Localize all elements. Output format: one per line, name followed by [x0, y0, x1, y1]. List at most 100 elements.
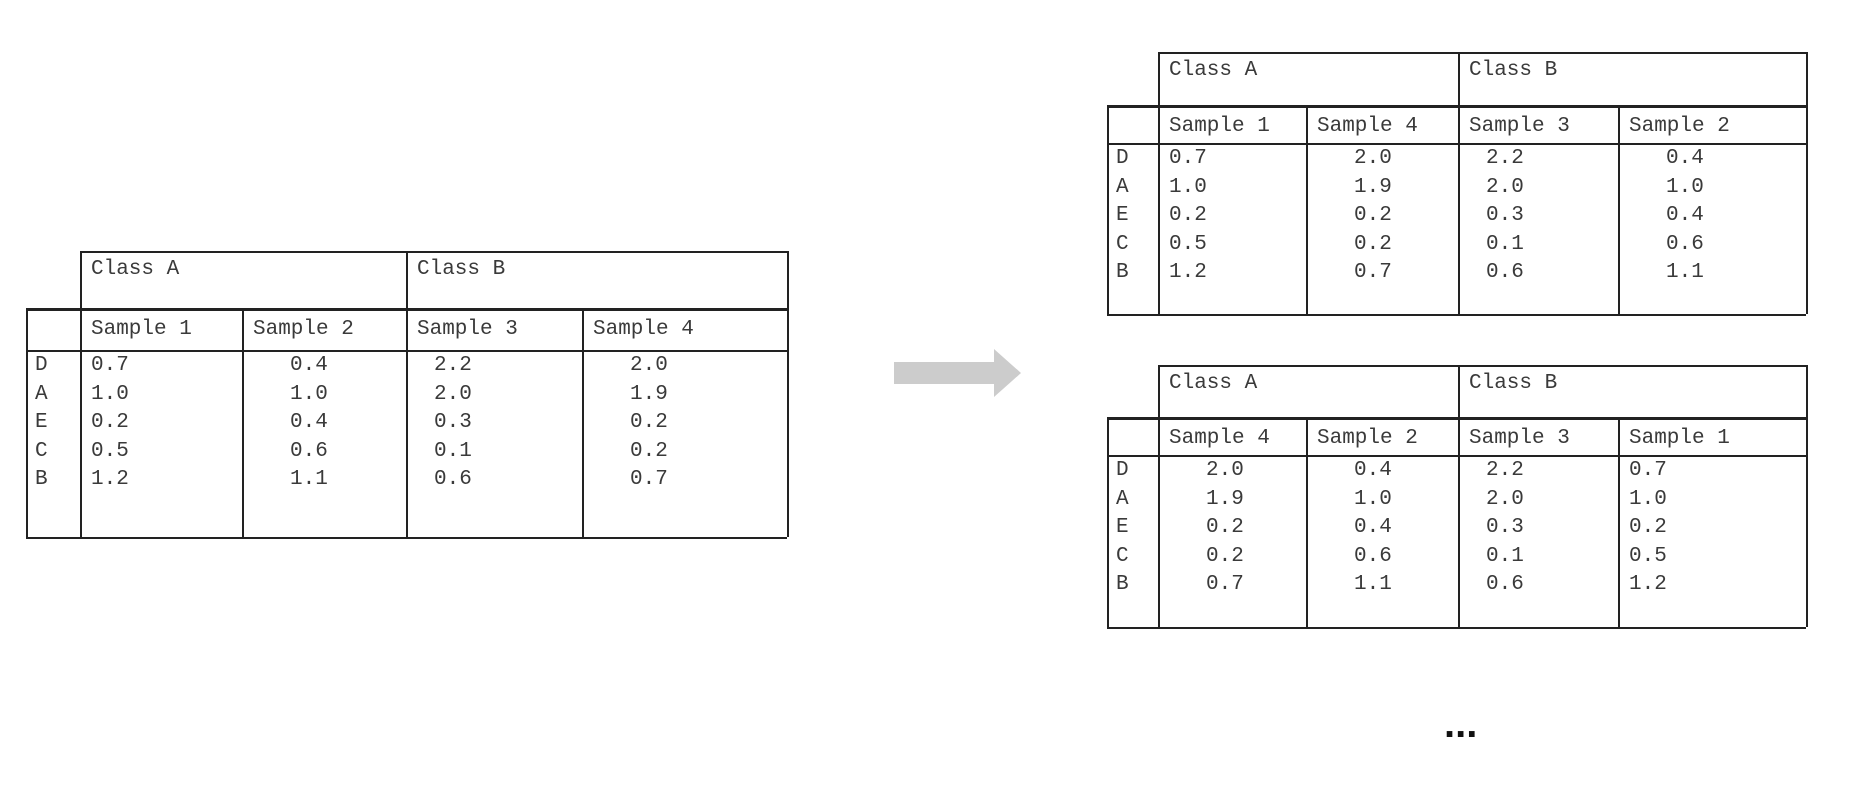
- table-cell: 1.2: [1629, 573, 1667, 596]
- vertical-rule: [787, 251, 789, 537]
- table-cell: 1.0: [1169, 175, 1207, 199]
- table-cell: 1.9: [630, 382, 668, 406]
- row-label: B: [35, 468, 48, 491]
- table-cell: 2.2: [1486, 147, 1524, 170]
- vertical-rule: [1107, 417, 1109, 627]
- row-label: E: [35, 411, 48, 434]
- vertical-rule: [1158, 52, 1160, 314]
- table-cell: 0.1: [1486, 232, 1524, 256]
- table-cell: 0.7: [1169, 147, 1207, 170]
- class-header: Class A: [1169, 59, 1258, 82]
- vertical-rule: [1806, 365, 1808, 627]
- table-cell: 0.3: [1486, 204, 1524, 227]
- table-cell: 0.6: [434, 468, 472, 491]
- table-cell: 0.6: [1354, 544, 1392, 568]
- vertical-rule: [1458, 365, 1460, 627]
- row-label: A: [35, 382, 48, 406]
- vertical-rule: [1158, 365, 1160, 627]
- table-cell: 1.9: [1206, 487, 1244, 511]
- vertical-rule: [26, 308, 28, 537]
- table-cell: 2.0: [1354, 147, 1392, 170]
- table-cell: 2.2: [1486, 459, 1524, 482]
- table-cell: 0.2: [1206, 544, 1244, 568]
- class-header: Class B: [417, 258, 506, 281]
- table-cell: 2.0: [434, 382, 472, 406]
- vertical-rule: [1107, 105, 1109, 314]
- table-cell: 1.0: [1354, 487, 1392, 511]
- vertical-rule: [1306, 417, 1308, 627]
- table-cell: 0.1: [1486, 544, 1524, 568]
- row-label: D: [1116, 147, 1129, 170]
- table-cell: 0.2: [1354, 232, 1392, 256]
- table-cell: 0.7: [1354, 261, 1392, 284]
- class-header: Class A: [1169, 372, 1258, 395]
- horizontal-rule: [1107, 143, 1806, 145]
- table-cell: 0.4: [1666, 147, 1704, 170]
- table-cell: 0.7: [1629, 459, 1667, 482]
- table-cell: 2.0: [1206, 459, 1244, 482]
- horizontal-rule: [1107, 455, 1806, 457]
- table-cell: 0.2: [1629, 516, 1667, 539]
- horizontal-rule: [1158, 52, 1806, 54]
- table-cell: 1.2: [1169, 261, 1207, 284]
- horizontal-rule: [1107, 417, 1806, 420]
- vertical-rule: [1806, 52, 1808, 314]
- row-label: C: [35, 439, 48, 463]
- table-cell: 0.2: [91, 411, 129, 434]
- table-cell: 0.2: [630, 411, 668, 434]
- sample-header: Sample 4: [1317, 115, 1418, 138]
- table-cell: 1.0: [91, 382, 129, 406]
- table-cell: 0.2: [1354, 204, 1392, 227]
- vertical-rule: [406, 251, 408, 537]
- sample-header: Sample 4: [593, 318, 694, 341]
- table-cell: 1.0: [290, 382, 328, 406]
- horizontal-rule: [1107, 627, 1806, 629]
- table-cell: 1.1: [1354, 573, 1392, 596]
- table-cell: 0.2: [1206, 516, 1244, 539]
- vertical-rule: [1618, 417, 1620, 627]
- sample-header: Sample 1: [1629, 427, 1730, 450]
- vertical-rule: [1458, 52, 1460, 314]
- sample-header: Sample 2: [253, 318, 354, 341]
- class-header: Class A: [91, 258, 180, 281]
- ellipsis: ...: [1444, 702, 1478, 746]
- table-cell: 0.3: [434, 411, 472, 434]
- table-cell: 0.4: [290, 411, 328, 434]
- right-arrow-icon: [894, 349, 1021, 397]
- table-cell: 0.6: [290, 439, 328, 463]
- horizontal-rule: [1158, 365, 1806, 367]
- vertical-rule: [582, 308, 584, 537]
- table-cell: 1.1: [290, 468, 328, 491]
- table-cell: 0.2: [630, 439, 668, 463]
- table-cell: 2.0: [1486, 175, 1524, 199]
- table-cell: 1.0: [1666, 175, 1704, 199]
- sample-header: Sample 3: [1469, 427, 1570, 450]
- vertical-rule: [1618, 105, 1620, 314]
- table-cell: 0.4: [290, 354, 328, 377]
- horizontal-rule: [26, 537, 787, 539]
- table-cell: 0.3: [1486, 516, 1524, 539]
- vertical-rule: [242, 308, 244, 537]
- table-cell: 0.6: [1486, 573, 1524, 596]
- horizontal-rule: [1107, 314, 1806, 316]
- row-label: C: [1116, 544, 1129, 568]
- row-label: D: [1116, 459, 1129, 482]
- row-label: B: [1116, 573, 1129, 596]
- table-cell: 0.4: [1354, 459, 1392, 482]
- table-cell: 0.7: [630, 468, 668, 491]
- table-cell: 0.2: [1169, 204, 1207, 227]
- row-label: E: [1116, 204, 1129, 227]
- row-label: A: [1116, 175, 1129, 199]
- sample-header: Sample 1: [91, 318, 192, 341]
- table-cell: 1.2: [91, 468, 129, 491]
- sample-header: Sample 2: [1629, 115, 1730, 138]
- row-label: D: [35, 354, 48, 377]
- table-cell: 1.0: [1629, 487, 1667, 511]
- table-cell: 0.4: [1666, 204, 1704, 227]
- table-cell: 0.5: [91, 439, 129, 463]
- row-label: C: [1116, 232, 1129, 256]
- table-cell: 0.5: [1169, 232, 1207, 256]
- sample-header: Sample 4: [1169, 427, 1270, 450]
- class-header: Class B: [1469, 372, 1558, 395]
- sample-header: Sample 3: [1469, 115, 1570, 138]
